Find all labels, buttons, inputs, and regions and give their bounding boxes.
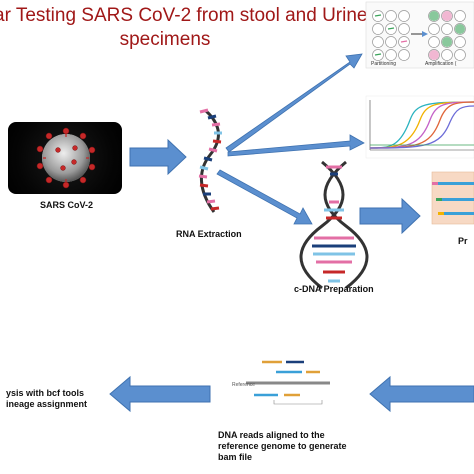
arrow-virus-to-rna: [129, 138, 187, 176]
partitioning-label: Partitioning: [371, 61, 396, 67]
library-prep-label: Pr: [458, 236, 468, 246]
page-title: ar Testing SARS CoV-2 from stool and Uri…: [0, 4, 368, 52]
alignment-line-2: reference genome to generate: [218, 441, 347, 451]
library-prep-panel: [431, 171, 474, 225]
alignment-line-3: bam file: [218, 452, 253, 462]
rna-strand: [198, 108, 222, 213]
virus-label: SARS CoV-2: [40, 200, 94, 210]
title-line-2: specimens: [119, 29, 211, 50]
analysis-line-1: ysis with bcf tools: [6, 388, 85, 398]
qpcr-curves-panel: [365, 95, 474, 159]
amplification-label: Amplification (: [425, 61, 457, 67]
partitioning-panel: [365, 1, 474, 69]
alignment-line-1: DNA reads aligned to the: [218, 430, 325, 440]
reference-label: Reference: [232, 382, 255, 388]
title-line-1: ar Testing SARS CoV-2 from stool and Uri…: [0, 5, 368, 26]
alignment-label: DNA reads aligned to the reference genom…: [218, 430, 347, 463]
analysis-line-2: ineage assignment: [6, 399, 88, 409]
arrow-dna-to-library: [359, 197, 421, 235]
analysis-label: ysis with bcf tools ineage assignment: [6, 388, 87, 410]
arrow-alignment-to-analysis: [109, 375, 211, 413]
arrows-from-rna: [216, 53, 365, 225]
rna-extraction-label: RNA Extraction: [176, 229, 242, 239]
virus-image: [8, 122, 122, 194]
read-alignment: [246, 360, 330, 405]
arrow-sequencing-to-alignment: [369, 375, 474, 413]
cdna-preparation-label: c-DNA Preparation: [294, 284, 374, 294]
dna-helix: [299, 160, 369, 290]
